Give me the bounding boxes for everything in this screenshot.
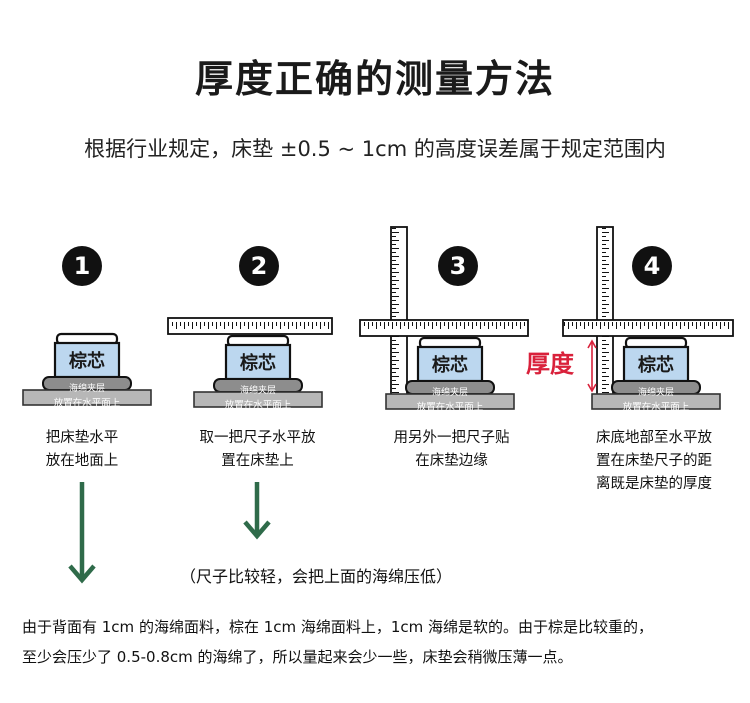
vertical-ruler-step-4	[596, 226, 614, 406]
step-1-caption: 把床垫水平 放在地面上	[22, 427, 142, 473]
base-label-4: 放置在水平面上	[622, 402, 690, 413]
explanation-line-1: 由于背面有 1cm 的海绵面料，棕在 1cm 海绵面料上，1cm 海绵是软的。由…	[22, 618, 654, 636]
step-2-badge: 2	[239, 246, 279, 286]
step-4-caption-line-3: 离既是床垫的厚度	[596, 476, 712, 492]
step-3-caption-line-1: 用另外一把尺子贴	[393, 430, 510, 446]
explanation-line-2: 至少会压少了 0.5-0.8cm 的海绵了，所以量起来会少一些，床垫会稍微压薄一…	[22, 648, 573, 666]
step-3-badge: 3	[438, 246, 478, 286]
step-1-caption-line-1: 把床垫水平	[45, 430, 119, 446]
core-label-2: 棕芯	[240, 353, 276, 374]
step-4-caption: 床底地部至水平放 置在床垫尺子的距 离既是床垫的厚度	[584, 427, 724, 496]
ruler-note: （尺子比较轻，会把上面的海绵压低）	[180, 567, 453, 586]
step-2-caption-line-2: 置在床垫上	[221, 453, 294, 469]
thickness-arrow	[587, 339, 597, 393]
horizontal-ruler-step-3	[359, 319, 529, 337]
step-1-caption-line-2: 放在地面上	[45, 453, 119, 469]
horizontal-ruler-step-4	[562, 319, 734, 337]
step-3-caption-line-2: 在床垫边缘	[415, 453, 488, 469]
base-label-3: 放置在水平面上	[416, 402, 484, 413]
step-1-badge: 1	[62, 246, 102, 286]
step-4-caption-line-1: 床底地部至水平放	[596, 430, 712, 446]
base-label-1: 放置在水平面上	[53, 398, 121, 409]
core-label-3: 棕芯	[432, 355, 468, 376]
explanation-text: 由于背面有 1cm 的海绵面料，棕在 1cm 海绵面料上，1cm 海绵是软的。由…	[22, 612, 737, 672]
layer-label-1: 海绵夹层	[68, 384, 105, 394]
step-4-badge: 4	[632, 246, 672, 286]
thickness-label: 厚度	[526, 350, 574, 378]
vertical-ruler-step-3	[390, 226, 408, 406]
step-2-caption-line-1: 取一把尺子水平放	[199, 430, 316, 446]
page-subtitle: 根据行业规定，床垫 ±0.5 ~ 1cm 的高度误差属于规定范围内	[84, 137, 666, 161]
step-2-caption: 取一把尺子水平放 置在床垫上	[190, 427, 325, 473]
step-3-caption: 用另外一把尺子贴 在床垫边缘	[384, 427, 519, 473]
step-4-caption-line-2: 置在床垫尺子的距	[596, 453, 712, 469]
base-label-2: 放置在水平面上	[224, 400, 292, 411]
horizontal-ruler-step-2	[167, 317, 333, 335]
down-arrow-long	[68, 482, 96, 584]
down-arrow-short	[243, 482, 271, 540]
layer-label-3: 海绵夹层	[431, 388, 468, 398]
core-label-1: 棕芯	[69, 351, 105, 372]
page-title: 厚度正确的测量方法	[194, 57, 555, 101]
core-label-4: 棕芯	[638, 355, 674, 376]
layer-label-4: 海绵夹层	[637, 388, 674, 398]
layer-label-2: 海绵夹层	[239, 386, 276, 396]
